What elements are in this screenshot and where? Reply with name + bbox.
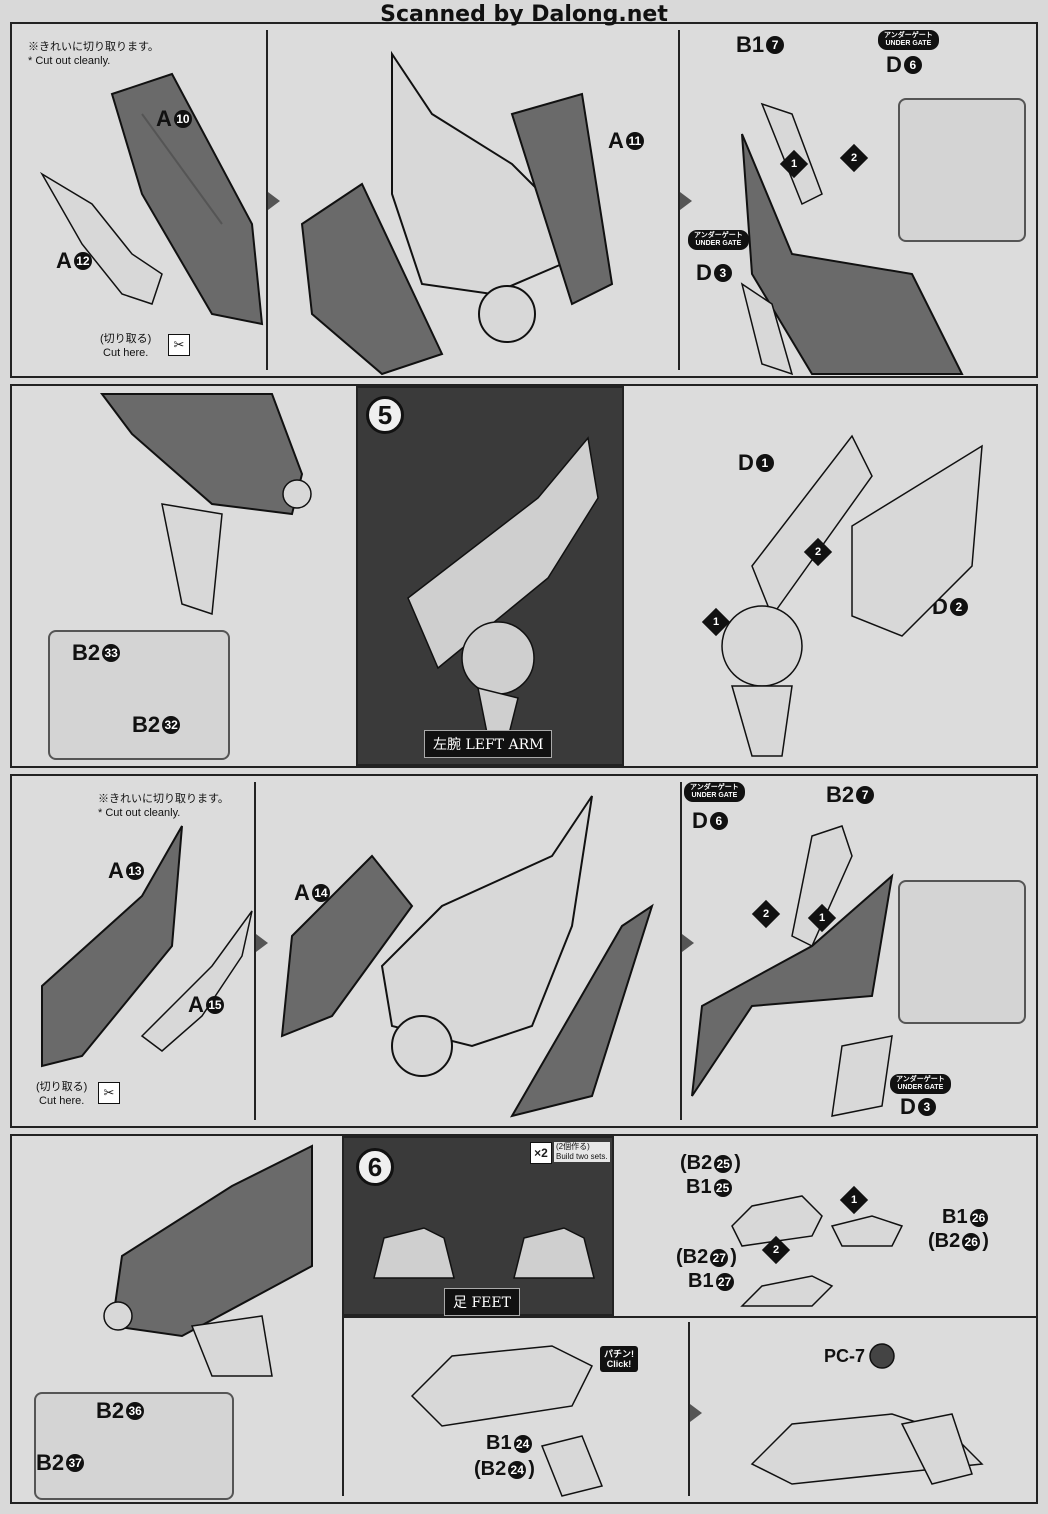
next-step-arrow-icon	[268, 192, 280, 210]
wing-plate-a13	[41, 825, 183, 1068]
build-two-note: (2個作る)Build two sets.	[554, 1142, 610, 1162]
foot-assembly	[410, 1345, 604, 1497]
foot-with-pc7	[750, 1343, 984, 1485]
feather-a15	[140, 910, 253, 1052]
build-two-icon: ×2	[530, 1142, 552, 1164]
arm-bottom-view	[100, 393, 312, 616]
next-step-arrow-icon	[682, 934, 694, 952]
divider	[680, 782, 682, 1120]
left-arm-render	[407, 436, 599, 739]
divider	[266, 30, 268, 370]
feet-title: 足 FEET	[444, 1288, 520, 1316]
left-arm-title: 左腕 LEFT ARM	[424, 730, 553, 758]
scissors-icon: ✂	[98, 1082, 120, 1104]
divider	[688, 1322, 690, 1496]
arm-assembly-mirrored	[280, 795, 654, 1118]
next-step-arrow-icon	[256, 934, 268, 952]
watermark: Scanned by Dalong.net	[380, 2, 668, 27]
cut-clean-note: ※きれいに切り取ります。* Cut out cleanly.	[28, 41, 159, 67]
left-arm-photo	[356, 386, 624, 766]
divider	[342, 1316, 1036, 1318]
divider	[342, 1142, 344, 1496]
divider	[254, 782, 256, 1120]
cut-here-note: (切り取る)Cut here.	[100, 333, 152, 359]
hand-inset	[48, 630, 230, 760]
feet-render	[373, 1227, 595, 1279]
feather-a12	[39, 171, 163, 305]
shoulder-assembly	[721, 434, 983, 757]
next-step-arrow-icon	[680, 192, 692, 210]
arm-side-view	[103, 1144, 313, 1377]
arm-assembly	[300, 50, 614, 376]
label-pc7: PC-7	[824, 1346, 866, 1366]
step-5-badge: 5	[366, 396, 404, 434]
detail-inset	[898, 880, 1026, 1024]
next-step-arrow-icon	[690, 1404, 702, 1422]
scissors-icon: ✂	[168, 334, 190, 356]
wing-plate-a10	[110, 72, 264, 326]
arm-assembly-detail-mirrored	[691, 825, 894, 1117]
foot-parts	[731, 1195, 904, 1307]
divider	[678, 30, 680, 370]
cut-clean-note: ※きれいに切り取ります。* Cut out cleanly.	[98, 793, 229, 819]
click-badge: パチン!Click!	[600, 1346, 638, 1372]
cut-here-note: (切り取る)Cut here.	[36, 1081, 88, 1107]
detail-inset	[898, 98, 1026, 242]
step-6-badge: 6	[356, 1148, 394, 1186]
